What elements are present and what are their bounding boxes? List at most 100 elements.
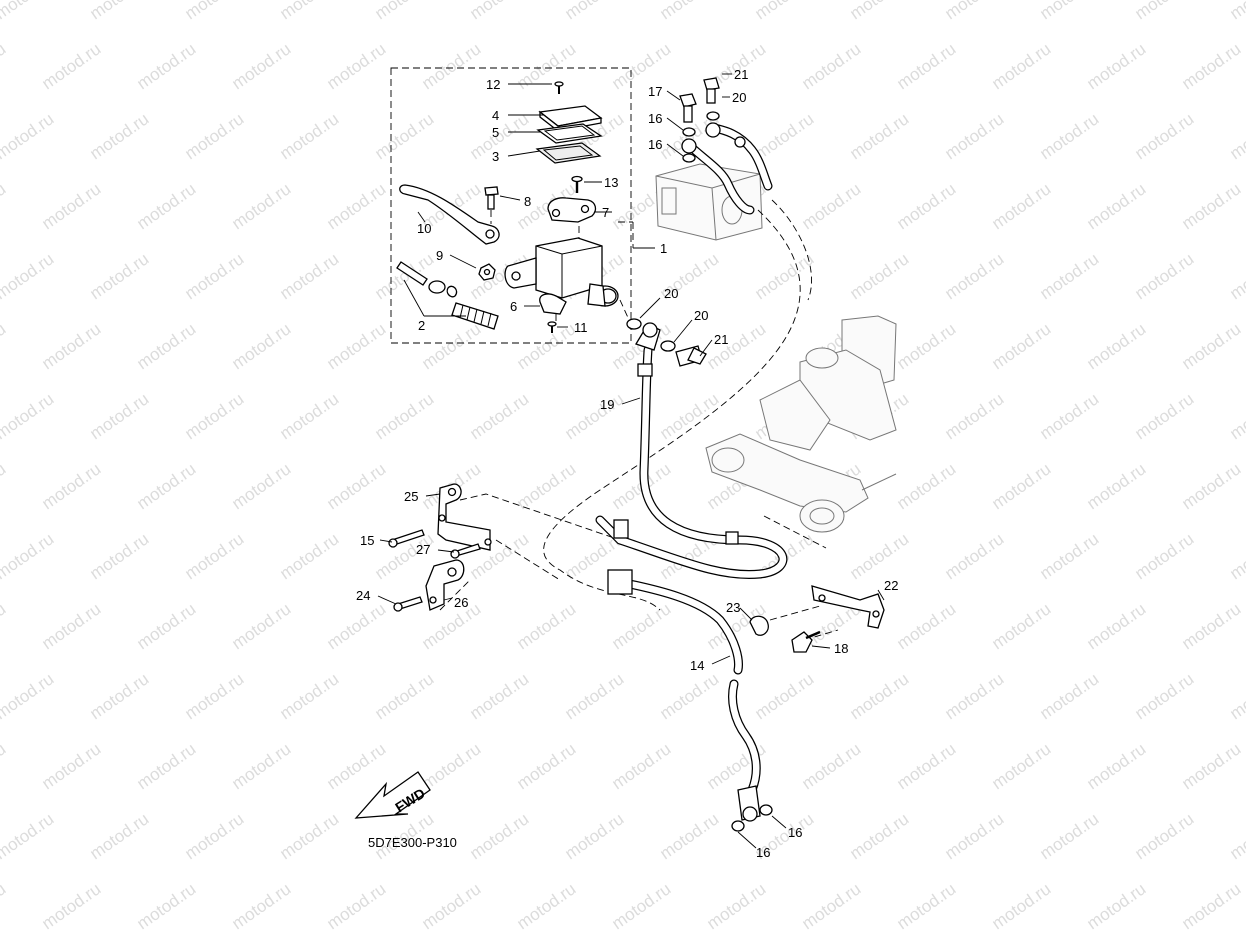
brake-light-switch [539, 293, 567, 322]
watermark-text: motod.ru [798, 179, 864, 233]
watermark-text: motod.ru [941, 669, 1007, 723]
watermark-text: motod.ru [181, 109, 247, 163]
watermark-text: motod.ru [1131, 809, 1197, 863]
watermark-text: motod.ru [941, 0, 1007, 23]
watermark-text: motod.ru [1178, 739, 1244, 793]
watermark-text: motod.ru [941, 529, 1007, 583]
assembly-dashed-box [390, 67, 632, 344]
watermark-text: motod.ru [893, 599, 959, 653]
callout: 12 [486, 77, 500, 92]
watermark-text: motod.ru [86, 389, 152, 443]
watermark-text: motod.ru [466, 669, 532, 723]
watermark-text: motod.ru [893, 39, 959, 93]
bracket-25 [437, 483, 492, 551]
watermark-text: motod.ru [38, 879, 104, 933]
watermark-text: motod.ru [608, 739, 674, 793]
watermark-text: motod.ru [86, 0, 152, 23]
watermark-text: motod.ru [561, 809, 627, 863]
watermark-text: motod.ru [418, 319, 484, 373]
watermark-text: motod.ru [1036, 669, 1102, 723]
routing-dashed-lines [439, 199, 839, 641]
watermark-text: motod.ru [323, 739, 389, 793]
watermark-text: motod.ru [608, 599, 674, 653]
watermark-text: motod.ru [276, 809, 342, 863]
watermark-text: motod.ru [86, 249, 152, 303]
watermark-text: motod.ru [1178, 319, 1244, 373]
watermark-text: motod.ru [1226, 0, 1246, 23]
watermark-text: motod.ru [466, 809, 532, 863]
watermark-text: motod.ru [323, 319, 389, 373]
callout: 16 [648, 137, 662, 152]
watermark-text: motod.ru [1083, 319, 1149, 373]
watermark-text: motod.ru [0, 599, 9, 653]
watermark-text: motod.ru [513, 459, 579, 513]
watermark-text: motod.ru [133, 739, 199, 793]
watermark-text: motod.ru [561, 0, 627, 23]
bracket-22 [811, 585, 885, 629]
watermark-text: motod.ru [181, 669, 247, 723]
callout: 25 [404, 489, 418, 504]
watermark-text: motod.ru [941, 109, 1007, 163]
callout: 27 [416, 542, 430, 557]
watermark-text: motod.ru [1131, 0, 1197, 23]
gasket-16-c [759, 804, 773, 816]
gasket-16-d [731, 820, 745, 832]
watermark-text: motod.ru [276, 0, 342, 23]
watermark-text: motod.ru [228, 739, 294, 793]
callout: 8 [524, 194, 531, 209]
watermark-text: motod.ru [86, 669, 152, 723]
watermark-text: motod.ru [846, 529, 912, 583]
callout-labels: 12 4 5 3 13 8 7 10 1 9 2 6 11 17 21 20 1… [356, 67, 898, 860]
callout: 26 [454, 595, 468, 610]
watermark-text: motod.ru [703, 879, 769, 933]
watermark-text: motod.ru [276, 529, 342, 583]
watermark-text: motod.ru [893, 319, 959, 373]
watermark-text: motod.ru [1226, 809, 1246, 863]
watermark-text: motod.ru [1226, 249, 1246, 303]
watermark-text: motod.ru [133, 459, 199, 513]
watermark-text: motod.ru [0, 109, 57, 163]
bracket-26 [425, 559, 465, 611]
watermark-text: motod.ru [228, 599, 294, 653]
gasket-20-top [706, 111, 720, 121]
callout: 6 [510, 299, 517, 314]
watermark-text: motod.ru [988, 599, 1054, 653]
watermark-text: motod.ru [181, 809, 247, 863]
callout: 19 [600, 397, 614, 412]
bolt-24 [393, 596, 423, 612]
watermark-text: motod.ru [228, 459, 294, 513]
brake-hose-19 [595, 322, 788, 580]
watermark-text: motod.ru [466, 389, 532, 443]
callout: 16 [788, 825, 802, 840]
callout: 21 [714, 332, 728, 347]
watermark-text: motod.ru [893, 179, 959, 233]
unit-hoses [681, 122, 773, 215]
callout: 17 [648, 84, 662, 99]
watermark-text: motod.ru [561, 389, 627, 443]
watermark-text: motod.ru [608, 879, 674, 933]
watermark-text: motod.ru [846, 0, 912, 23]
watermark-text: motod.ru [846, 809, 912, 863]
watermark-text: motod.ru [846, 109, 912, 163]
watermark-text: motod.ru [513, 599, 579, 653]
gasket-20-mid [626, 318, 642, 330]
watermark-text: motod.ru [276, 669, 342, 723]
callout: 10 [417, 221, 431, 236]
steering-head [705, 315, 897, 549]
watermark-text: motod.ru [371, 389, 437, 443]
callout: 20 [732, 90, 746, 105]
watermark-text: motod.ru [846, 249, 912, 303]
watermark-text: motod.ru [418, 599, 484, 653]
watermark-text: motod.ru [988, 319, 1054, 373]
union-bolt-21-top [703, 77, 720, 104]
watermark-text: motod.ru [323, 179, 389, 233]
watermark-text: motod.ru [1083, 879, 1149, 933]
watermark-text: motod.ru [323, 39, 389, 93]
watermark-text: motod.ru [1178, 879, 1244, 933]
watermark-text: motod.ru [466, 0, 532, 23]
watermark-text: motod.ru [466, 109, 532, 163]
watermark-text: motod.ru [1036, 389, 1102, 443]
watermark-text: motod.ru [0, 389, 57, 443]
callout: 23 [726, 600, 740, 615]
